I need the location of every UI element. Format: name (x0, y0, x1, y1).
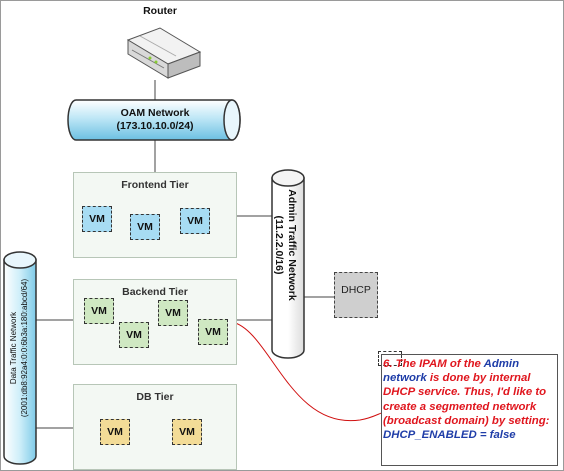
db-vm: VM (100, 419, 130, 445)
data-network-subnet: (2001:db8:92a4:0:0:6b3a:180:abcd/64) (20, 278, 29, 418)
note-text-part1: The IPAM of the (392, 358, 484, 370)
backend-vm: VM (198, 319, 228, 345)
backend-vm: VM (84, 298, 114, 324)
note-text: 6. The IPAM of the Admin network is done… (383, 357, 557, 442)
router-icon (126, 27, 202, 79)
frontend-vm: VM (82, 206, 112, 232)
admin-network-subnet: (11.2.2.0/16) (273, 215, 285, 275)
note-admin-word: Admin (483, 358, 520, 370)
frontend-tier-title: Frontend Tier (121, 179, 189, 191)
admin-network-pipe (271, 169, 305, 359)
frontend-vm: VM (180, 208, 210, 234)
data-network-label: Data Traffic Network (2001:db8:92a4:0:0:… (8, 279, 30, 417)
data-network-pipe (3, 251, 37, 465)
backend-vm: VM (158, 300, 188, 326)
oam-network-name: OAM Network (120, 107, 190, 119)
admin-network-label: Admin Traffic Network (11.2.2.0/16) (272, 189, 298, 300)
callout-line (231, 321, 385, 422)
db-vm: VM (172, 419, 202, 445)
backend-tier: Backend Tier VM VM VM VM (73, 279, 237, 365)
data-network-name: Data Traffic Network (9, 311, 18, 385)
admin-network-name: Admin Traffic Network (286, 189, 298, 301)
note-text-part2: is done by internal DHCP service. Thus, … (383, 372, 550, 427)
db-tier-title: DB Tier (136, 391, 174, 403)
note-box (381, 354, 558, 466)
backend-vm: VM (119, 322, 149, 348)
router-label: Router (143, 5, 177, 17)
backend-tier-title: Backend Tier (122, 286, 188, 298)
oam-network-label: OAM Network (173.10.10.0/24) (70, 107, 240, 133)
frontend-vm: VM (130, 214, 160, 240)
oam-network-pipe (67, 99, 241, 141)
dhcp-server: DHCP (334, 272, 378, 318)
db-tier: DB Tier VM VM (73, 384, 237, 470)
note-network-word: network (383, 372, 427, 385)
note-number-marker (378, 351, 402, 366)
note-number: 6. (383, 358, 393, 370)
note-setting-value: = false (476, 429, 516, 442)
oam-network-subnet: (173.10.10.0/24) (116, 120, 194, 132)
frontend-tier: Frontend Tier VM VM VM (73, 172, 237, 258)
note-setting-key: DHCP_ENABLED (383, 429, 477, 442)
